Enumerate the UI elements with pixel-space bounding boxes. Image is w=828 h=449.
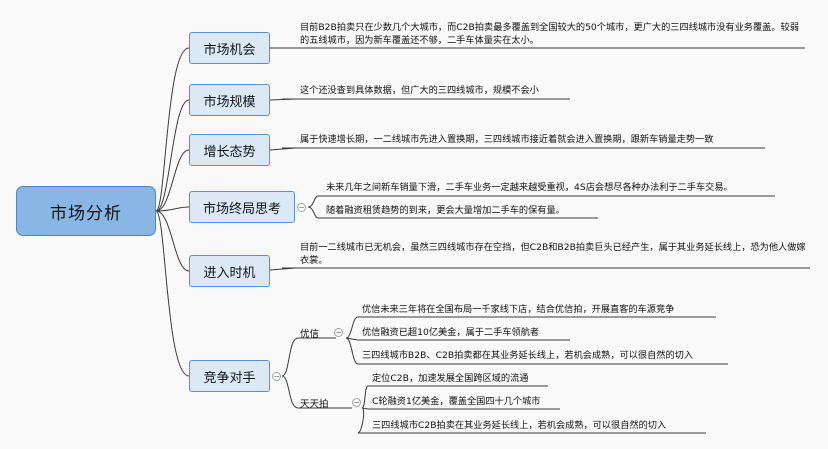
note-connector bbox=[307, 195, 319, 208]
note-tiantianpai-2: C轮融资1亿美金，覆盖全国四十几个城市 bbox=[372, 396, 541, 407]
branch-entry-timing[interactable]: 进入时机 bbox=[189, 255, 270, 287]
note-connector bbox=[269, 98, 297, 101]
root-node[interactable]: 市场分析 bbox=[16, 186, 156, 236]
note-youxin-3: 三四线城市B2B、C2B拍卖都在其业务延长线上，若机会成熟，可以很自然的切入 bbox=[362, 350, 694, 361]
note-connector bbox=[345, 316, 359, 339]
competitor-youxin[interactable]: 优信 bbox=[300, 329, 320, 340]
note-connector bbox=[307, 206, 319, 219]
branch-label: 市场机会 bbox=[203, 42, 256, 58]
collapse-toggle-icon[interactable]: − bbox=[272, 372, 281, 381]
note-youxin-1: 优信未来三年将在全国布局一千家线下店，结合优信拍，开展直客的车源竞争 bbox=[362, 304, 675, 315]
branch-label: 市场规模 bbox=[203, 94, 256, 110]
note-endgame-2: 随着融资租赁趋势的到来，更会大量增加二手车的保有量。 bbox=[326, 205, 565, 216]
connector-root-market-opportunity bbox=[155, 47, 190, 212]
note-entry-timing: 目前一二线城市已无机会，虽然三四线城市存在空挡，但C2B和B2B拍卖巨头已经产生… bbox=[300, 242, 806, 266]
branch-market-endgame[interactable]: 市场终局思考 bbox=[189, 191, 295, 223]
note-connector bbox=[345, 337, 359, 365]
note-connector bbox=[357, 407, 365, 434]
branch-competitors[interactable]: 竞争对手 bbox=[189, 360, 270, 392]
branch-label: 增长态势 bbox=[203, 144, 256, 160]
branch-label: 进入时机 bbox=[203, 265, 256, 281]
branch-label: 竞争对手 bbox=[203, 370, 256, 386]
note-connector bbox=[345, 337, 359, 341]
competitor-tiantianpai[interactable]: 天天拍 bbox=[300, 399, 329, 410]
note-connector bbox=[269, 267, 297, 271]
connector-root-competitors bbox=[155, 210, 190, 377]
note-youxin-2: 优信融资已超10亿美金，属于二手车领航者 bbox=[362, 327, 540, 338]
note-tiantianpai-1: 定位C2B，加速发展全国跨区域的流通 bbox=[372, 373, 529, 384]
note-endgame-1: 未来几年之间新车销量下滑，二手车业务一定越来越受重视，4S店会想尽各种办法利于二… bbox=[326, 182, 733, 193]
note-connector bbox=[269, 147, 297, 151]
branch-growth-trend[interactable]: 增长态势 bbox=[189, 134, 270, 166]
collapse-toggle-icon[interactable]: − bbox=[334, 328, 343, 337]
collapse-toggle-icon[interactable]: − bbox=[297, 203, 306, 212]
connector-root-market-size bbox=[155, 99, 190, 212]
connector-competitors-youxin bbox=[281, 337, 336, 377]
note-market-size: 这个还没查到具体数据，但广大的三四线城市，规模不会小 bbox=[300, 85, 539, 96]
note-market-opportunity: 目前B2B拍卖只在少数几个大城市，而C2B拍卖最多覆盖到全国较大的50个城市，更… bbox=[300, 22, 799, 46]
note-connector bbox=[361, 385, 369, 409]
collapse-toggle-icon[interactable]: − bbox=[352, 398, 361, 407]
connector-root-timing bbox=[155, 210, 190, 272]
root-label: 市场分析 bbox=[50, 203, 122, 224]
note-growth-trend: 属于快速增长期，一二线城市先进入置换期，三四线城市接近着就会进入置换期，跟新车销… bbox=[300, 134, 714, 145]
connector-root-endgame bbox=[155, 206, 190, 212]
branch-label: 市场终局思考 bbox=[202, 201, 281, 217]
connector-competitors-tiantianpai bbox=[281, 375, 352, 409]
branch-market-opportunity[interactable]: 市场机会 bbox=[189, 32, 270, 64]
branch-market-size[interactable]: 市场规模 bbox=[189, 84, 270, 116]
note-tiantianpai-3: 三四线城市C2B拍卖在其业务延长线上，若机会成熟，可以很自然的切入 bbox=[372, 420, 667, 431]
connector-root-growth bbox=[155, 149, 190, 212]
